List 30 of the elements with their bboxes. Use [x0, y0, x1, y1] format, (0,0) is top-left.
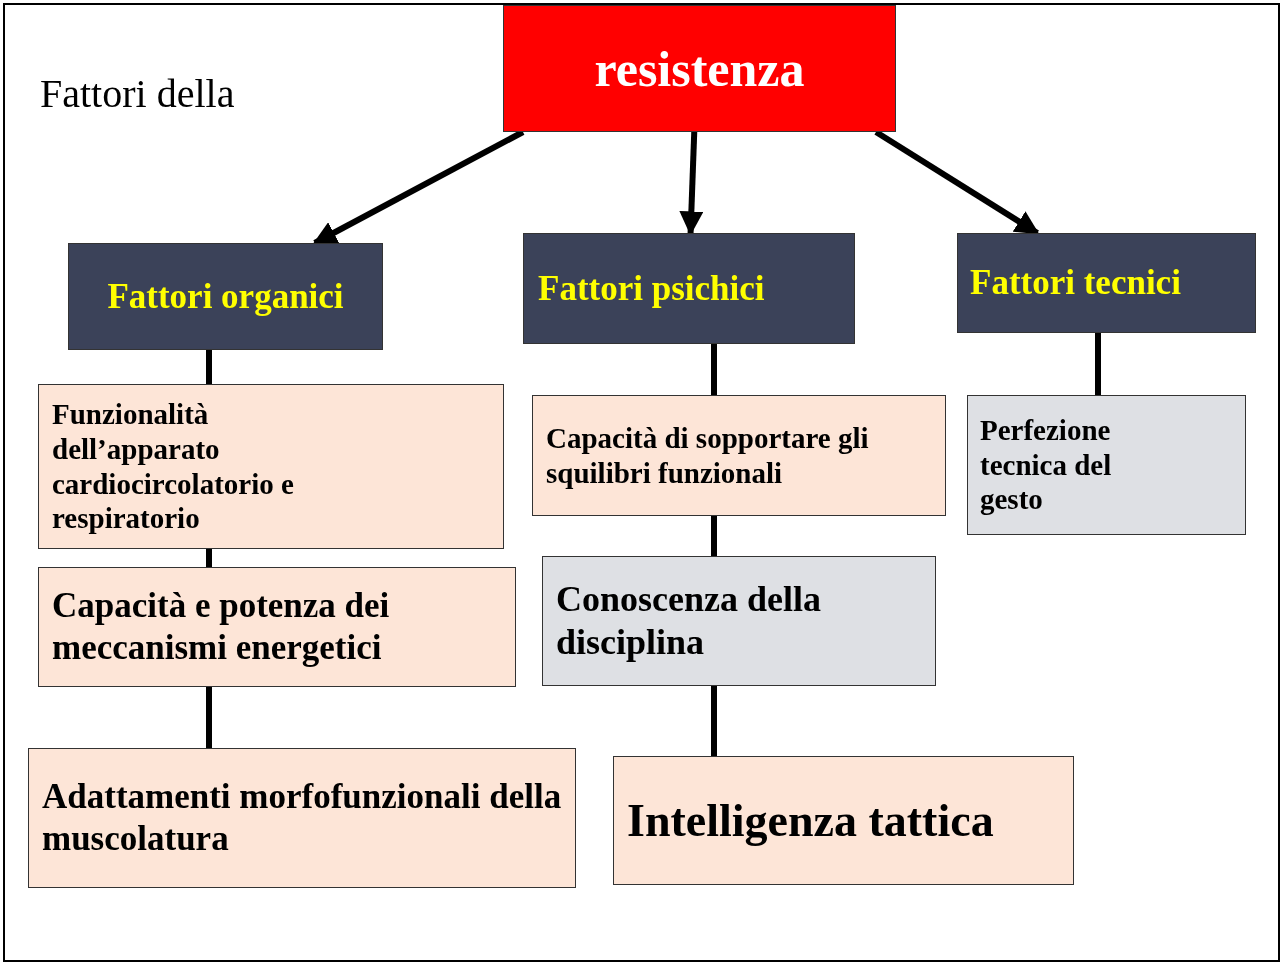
factor-box — [967, 395, 1246, 535]
box-label: Fattori psichici — [538, 267, 765, 310]
connector-line — [711, 344, 717, 395]
factor-box — [613, 756, 1074, 885]
connector-line — [711, 686, 717, 756]
box-label: Funzionalità dell’apparato cardiocircolatorio e respiratorio — [52, 396, 295, 537]
box-label: resistenza — [594, 39, 805, 99]
box-label: Intelligenza tattica — [627, 793, 994, 848]
factor-box — [532, 395, 946, 516]
heading-text: Fattori della — [40, 70, 235, 117]
box-label: Capacità e potenza dei meccanismi energetici — [52, 585, 391, 669]
box-label: Fattori tecnici — [970, 262, 1181, 304]
box-label: Adattamenti morfofunzionali della muscolatura — [42, 776, 562, 860]
box-label: Capacità di sopportare gli squilibri funzionali — [546, 420, 870, 491]
connector-line — [1095, 333, 1101, 395]
connector-line — [206, 350, 212, 384]
box-label: Fattori organici — [107, 275, 344, 318]
factor-box — [542, 556, 936, 686]
category-box — [957, 233, 1256, 333]
factor-box — [38, 384, 504, 549]
category-box — [68, 243, 383, 350]
factor-box — [28, 748, 576, 888]
connector-line — [206, 687, 212, 748]
connector-line — [206, 549, 212, 567]
title-box — [503, 5, 896, 132]
box-label: Perfezione tecnica del gesto — [980, 412, 1113, 518]
category-box — [523, 233, 855, 344]
connector-line — [711, 516, 717, 556]
box-label: Conoscenza della disciplina — [556, 577, 822, 664]
factor-box — [38, 567, 516, 687]
